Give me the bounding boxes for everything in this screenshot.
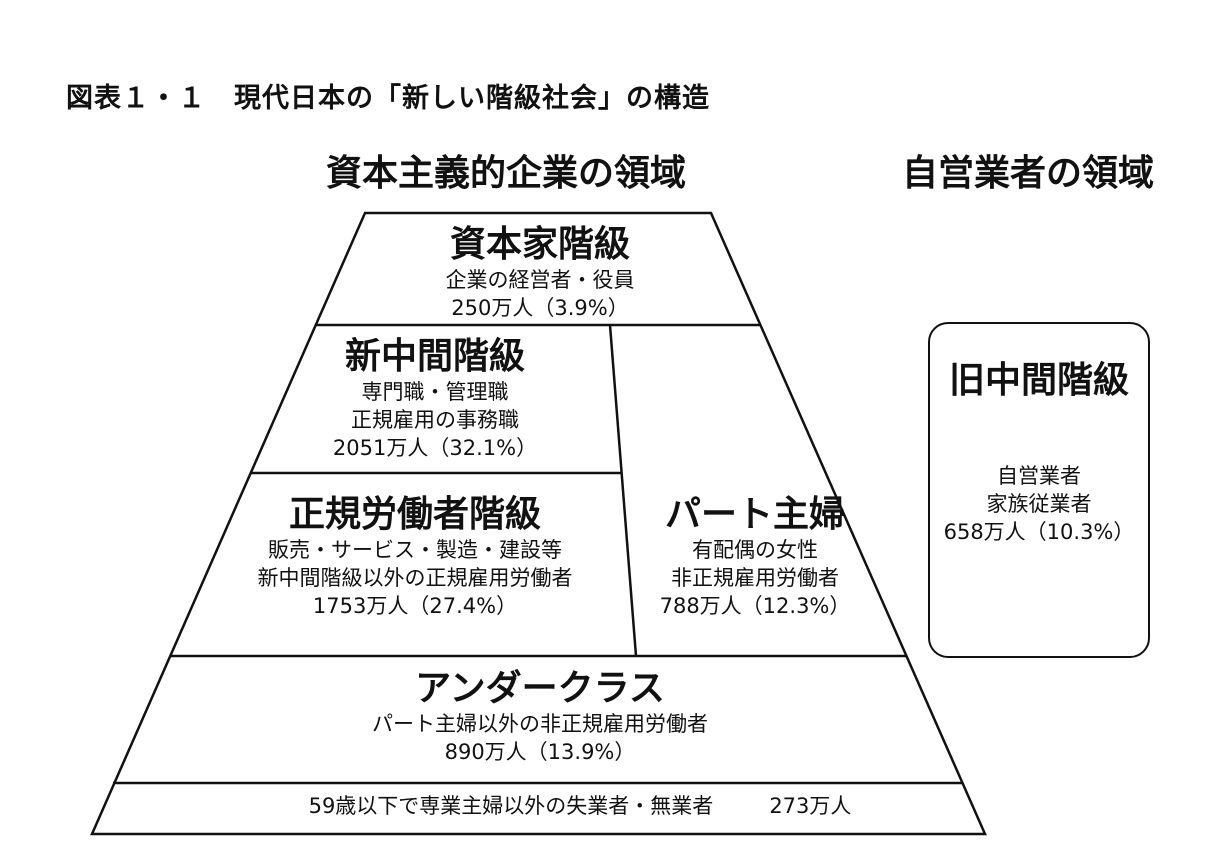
new-middle-class-name: 新中間階級 bbox=[344, 336, 525, 377]
old-middle-class-detail-block: 自営業者 家族従業者 658万人（10.3%） bbox=[928, 462, 1150, 546]
unemployed-label: 59歳以下で専業主婦以外の失業者・無業者 bbox=[308, 794, 714, 818]
part-housewife-count: 788万人（12.3%） bbox=[659, 594, 851, 618]
underclass-desc: パート主婦以外の非正規雇用労働者 bbox=[372, 712, 708, 736]
regular-worker-class-name: 正規労働者階級 bbox=[288, 494, 541, 535]
underclass-count: 890万人（13.9%） bbox=[444, 740, 636, 764]
capitalist-domain-header: 資本主義的企業の領域 bbox=[326, 153, 687, 194]
self-employed-domain-header: 自営業者の領域 bbox=[902, 153, 1155, 194]
new-middle-class-block: 新中間階級 専門職・管理職 正規雇用の事務職 2051万人（32.1%） bbox=[290, 336, 580, 462]
old-middle-class-name: 旧中間階級 bbox=[948, 360, 1129, 401]
unemployed-count: 273万人 bbox=[769, 794, 852, 818]
underclass-block: アンダークラス パート主婦以外の非正規雇用労働者 890万人（13.9%） bbox=[280, 668, 800, 766]
capitalist-class-count: 250万人（3.9%） bbox=[451, 296, 629, 320]
capitalist-class-desc: 企業の経営者・役員 bbox=[445, 268, 635, 292]
old-middle-class-desc-2: 家族従業者 bbox=[986, 492, 1092, 516]
regular-worker-class-desc-2: 新中間階級以外の正規雇用労働者 bbox=[257, 566, 573, 590]
old-middle-class-title-block: 旧中間階級 bbox=[928, 360, 1150, 402]
regular-worker-class-block: 正規労働者階級 販売・サービス・製造・建設等 新中間階級以外の正規雇用労働者 1… bbox=[200, 494, 630, 620]
new-middle-class-desc-2: 正規雇用の事務職 bbox=[351, 408, 519, 432]
regular-worker-class-count: 1753万人（27.4%） bbox=[312, 594, 518, 618]
figure-title: 図表１・１ 現代日本の「新しい階級社会」の構造 bbox=[66, 83, 710, 114]
part-housewife-desc-1: 有配偶の女性 bbox=[692, 538, 818, 562]
new-middle-class-desc-1: 専門職・管理職 bbox=[361, 380, 509, 404]
pyramid-outline bbox=[90, 211, 987, 836]
old-middle-class-box bbox=[928, 322, 1150, 658]
underclass-name: アンダークラス bbox=[415, 668, 665, 709]
new-middle-class-count: 2051万人（32.1%） bbox=[332, 436, 538, 460]
part-housewife-desc-2: 非正規雇用労働者 bbox=[671, 566, 839, 590]
old-middle-class-desc-1: 自営業者 bbox=[997, 464, 1081, 488]
part-housewife-name: パート主婦 bbox=[664, 494, 845, 535]
regular-worker-class-desc-1: 販売・サービス・製造・建設等 bbox=[268, 538, 562, 562]
divider-part-housewife bbox=[608, 324, 638, 657]
old-middle-class-count: 658万人（10.3%） bbox=[943, 520, 1135, 544]
part-housewife-block: パート主婦 有配偶の女性 非正規雇用労働者 788万人（12.3%） bbox=[630, 494, 880, 620]
capitalist-class-name: 資本家階級 bbox=[449, 224, 630, 265]
unemployed-row: 59歳以下で専業主婦以外の失業者・無業者 273万人 bbox=[180, 790, 980, 820]
capitalist-class-block: 資本家階級 企業の経営者・役員 250万人（3.9%） bbox=[380, 224, 700, 322]
